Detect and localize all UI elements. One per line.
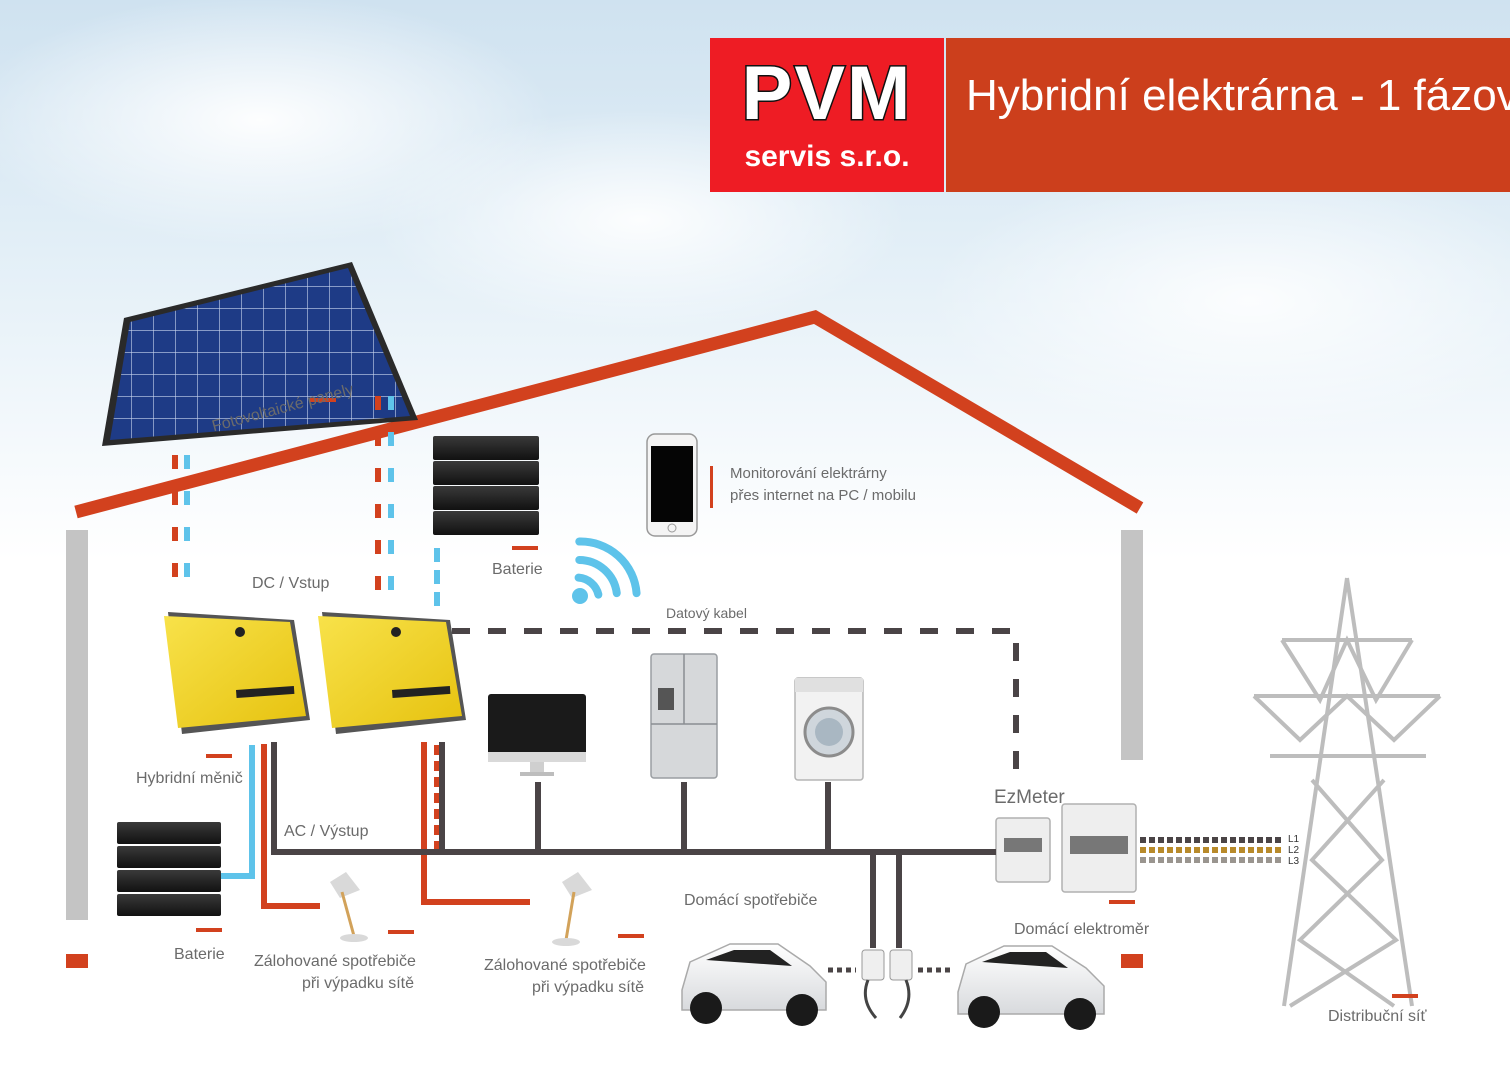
logo-sub-text: servis s.r.o.	[744, 140, 910, 173]
label-marker	[710, 466, 713, 508]
washing-machine-icon	[794, 677, 864, 781]
label-backup-1-line2: při výpadku sítě	[301, 975, 414, 992]
label-phase-l1: L1	[1288, 834, 1300, 845]
label-dc-input: DC / Vstup	[252, 575, 330, 592]
label-home-meter: Domácí elektroměr	[1014, 921, 1150, 938]
backup-cable-1	[261, 744, 320, 909]
label-home-appliances: Domácí spotřebiče	[684, 892, 818, 909]
title-bar: Hybridní elektrárna - 1 fázová	[946, 38, 1510, 192]
label-marker	[1392, 994, 1418, 998]
energy-meter-icon	[995, 817, 1051, 883]
label-backup-1-line1: Zálohované spotřebiče	[254, 953, 416, 970]
label-marker	[1109, 900, 1135, 904]
corner-marker-left	[66, 954, 88, 968]
battery-icon	[433, 436, 539, 535]
label-backup-2-line1: Zálohované spotřebiče	[484, 957, 646, 974]
label-battery-top: Baterie	[492, 561, 543, 578]
label-marker	[388, 930, 414, 934]
label-marker	[310, 398, 336, 402]
label-ezmeter: EzMeter	[994, 787, 1065, 808]
electric-car-icon	[681, 943, 827, 1026]
label-hybrid-inverter: Hybridní měnič	[136, 770, 243, 787]
label-monitoring-1: Monitorování elektrárny	[730, 465, 887, 482]
company-logo: PVM servis s.r.o.	[710, 38, 944, 192]
ev-charger-icon	[861, 949, 885, 1019]
wifi-icon	[572, 537, 641, 604]
backup-cable-2	[421, 742, 530, 905]
ac-main-cable	[271, 742, 990, 855]
label-battery-bottom: Baterie	[174, 946, 225, 963]
label-marker	[196, 928, 222, 932]
dc-cable-left	[172, 455, 190, 585]
house-wall-right	[1121, 530, 1143, 760]
inverter-icon	[164, 612, 310, 734]
label-phase-l2: L2	[1288, 845, 1300, 856]
label-phase-l3: L3	[1288, 856, 1300, 867]
lamp-icon	[552, 872, 592, 946]
label-marker	[206, 754, 232, 758]
label-backup-2-line2: při výpadku sítě	[531, 979, 644, 996]
label-marker	[512, 546, 538, 550]
data-cable	[452, 628, 1019, 775]
solar-panel-icon	[102, 262, 418, 446]
label-marker	[618, 934, 644, 938]
power-pylon-icon	[1252, 577, 1442, 1008]
house-roof	[74, 310, 1144, 519]
monitor-icon	[488, 694, 586, 776]
corner-marker-right	[1121, 954, 1143, 968]
battery-icon	[117, 822, 221, 916]
label-data-cable: Datový kabel	[666, 605, 747, 621]
electric-car-icon	[957, 945, 1105, 1030]
label-monitoring-2: přes internet na PC / mobilu	[730, 487, 916, 504]
label-grid: Distribuční síť	[1328, 1008, 1427, 1025]
label-ac-output: AC / Výstup	[284, 823, 369, 840]
lamp-icon	[330, 872, 368, 942]
fridge-icon	[650, 653, 718, 779]
smartphone-icon	[646, 433, 698, 537]
header-banner: PVM servis s.r.o. Hybridní elektrárna - …	[710, 38, 1510, 192]
inverter-icon	[318, 612, 466, 734]
logo-main-text: PVM	[740, 51, 913, 136]
energy-meter-icon	[1061, 803, 1137, 893]
house-wall-left	[66, 530, 88, 920]
ev-charger-icon	[889, 949, 913, 1019]
battery-cable-bottom	[221, 745, 255, 879]
page-title: Hybridní elektrárna - 1 fázová	[966, 71, 1510, 120]
